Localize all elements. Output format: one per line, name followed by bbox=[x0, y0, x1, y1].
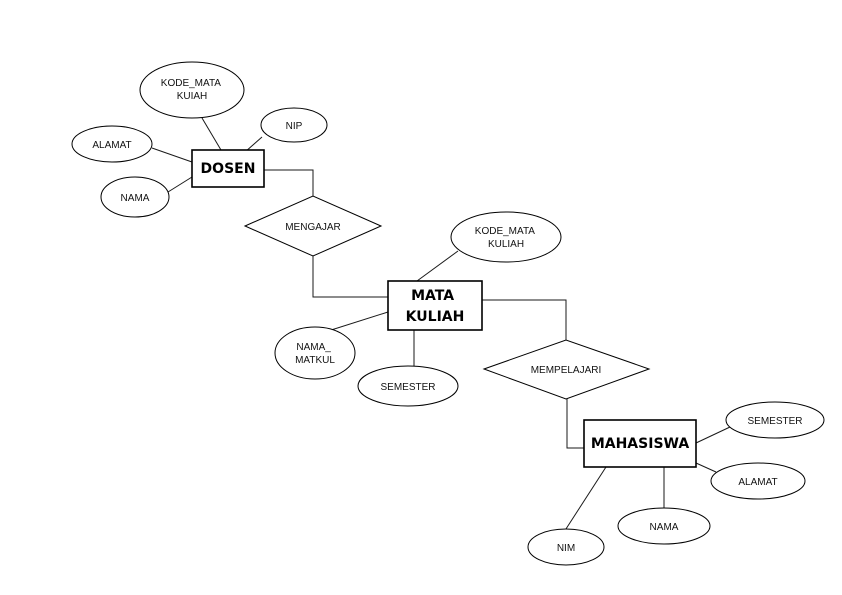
entity-mata-kuliah[interactable]: MATA KULIAH bbox=[387, 280, 483, 331]
attribute-mhs-alamat[interactable]: ALAMAT bbox=[710, 462, 806, 500]
attribute-label: NIP bbox=[286, 121, 303, 132]
svg-text:KODE_MATA KULIAH: KODE_MATA KULIAH bbox=[475, 226, 537, 250]
svg-text:MAHASISWA: MAHASISWA bbox=[591, 436, 690, 452]
attribute-label: NAMA bbox=[650, 522, 679, 533]
entity-dosen[interactable]: DOSEN bbox=[191, 149, 265, 188]
relationship-mengajar-label: MENGAJAR bbox=[285, 222, 341, 233]
svg-text:KODE_MATA KUIAH: KODE_MATA KUIAH bbox=[161, 78, 223, 102]
svg-text:MEMPELAJARI: MEMPELAJARI bbox=[531, 365, 602, 376]
attribute-label: NAMA bbox=[121, 193, 150, 204]
attribute-dosen-kode-mata-kuliah[interactable]: KODE_MATA KUIAH bbox=[139, 61, 245, 119]
attribute-dosen-alamat[interactable]: ALAMAT bbox=[71, 125, 153, 163]
attribute-dosen-nip[interactable]: NIP bbox=[260, 107, 328, 143]
svg-text:ALAMAT: ALAMAT bbox=[92, 140, 131, 151]
connector-mk-kode bbox=[416, 250, 459, 282]
svg-text:NAMA: NAMA bbox=[121, 193, 150, 204]
svg-text:NIP: NIP bbox=[286, 121, 303, 132]
relationship-mempelajari-label: MEMPELAJARI bbox=[531, 365, 602, 376]
attribute-label: KULIAH bbox=[488, 239, 524, 250]
entity-mata-kuliah-label: KULIAH bbox=[406, 309, 465, 325]
svg-text:MENGAJAR: MENGAJAR bbox=[285, 222, 341, 233]
connector-mk-nama-matkul bbox=[327, 311, 389, 332]
attribute-mk-semester[interactable]: SEMESTER bbox=[357, 365, 459, 407]
attribute-label: SEMESTER bbox=[380, 382, 435, 393]
connector-dosen-alamat bbox=[151, 147, 193, 163]
connector-dosen-kode bbox=[201, 117, 222, 151]
attribute-mk-nama-matkul[interactable]: NAMA_ MATKUL bbox=[274, 326, 356, 380]
attribute-label: KODE_MATA bbox=[475, 226, 536, 237]
attribute-mhs-nama[interactable]: NAMA bbox=[617, 507, 711, 545]
attribute-dosen-nama[interactable]: NAMA bbox=[100, 176, 170, 218]
svg-text:NAMA_ MATKUL: NAMA_ MATKUL bbox=[295, 342, 335, 366]
svg-text:SEMESTER: SEMESTER bbox=[747, 416, 802, 427]
svg-text:MATA KULIAH: MATA KULIAH bbox=[406, 288, 465, 325]
entity-dosen-label: DOSEN bbox=[201, 161, 256, 177]
connector-mengajar-matakuliah bbox=[312, 256, 388, 298]
relationship-mengajar[interactable]: MENGAJAR bbox=[243, 195, 383, 257]
connector-dosen-nama bbox=[167, 176, 193, 193]
attribute-label: SEMESTER bbox=[747, 416, 802, 427]
connector-dosen-mengajar bbox=[264, 169, 314, 196]
connector-mhs-alamat bbox=[695, 462, 717, 473]
svg-text:NIM: NIM bbox=[557, 543, 575, 554]
connector-mhs-nim bbox=[563, 466, 607, 533]
svg-text:SEMESTER: SEMESTER bbox=[380, 382, 435, 393]
entity-mahasiswa[interactable]: MAHASISWA bbox=[583, 419, 697, 468]
connector-mhs-semester bbox=[695, 426, 731, 444]
connector-mempelajari-mahasiswa bbox=[566, 399, 584, 449]
svg-text:DOSEN: DOSEN bbox=[201, 161, 256, 177]
svg-text:NAMA: NAMA bbox=[650, 522, 679, 533]
attribute-mhs-semester[interactable]: SEMESTER bbox=[725, 401, 825, 439]
connectors bbox=[151, 117, 731, 533]
attribute-mk-kode-mata-kuliah[interactable]: KODE_MATA KULIAH bbox=[450, 211, 562, 263]
attribute-label: MATKUL bbox=[295, 355, 335, 366]
entity-mata-kuliah-label: MATA bbox=[411, 288, 454, 304]
attribute-label: KODE_MATA bbox=[161, 78, 222, 89]
entity-mahasiswa-label: MAHASISWA bbox=[591, 436, 690, 452]
svg-text:ALAMAT: ALAMAT bbox=[738, 477, 777, 488]
attribute-label: KUIAH bbox=[177, 91, 208, 102]
attribute-label: ALAMAT bbox=[92, 140, 131, 151]
relationship-mempelajari[interactable]: MEMPELAJARI bbox=[482, 339, 651, 400]
attribute-label: NAMA_ bbox=[296, 342, 331, 353]
connector-matakuliah-mempelajari bbox=[482, 299, 567, 340]
attribute-label: NIM bbox=[557, 543, 575, 554]
attribute-label: ALAMAT bbox=[738, 477, 777, 488]
attribute-mhs-nim[interactable]: NIM bbox=[527, 528, 605, 566]
